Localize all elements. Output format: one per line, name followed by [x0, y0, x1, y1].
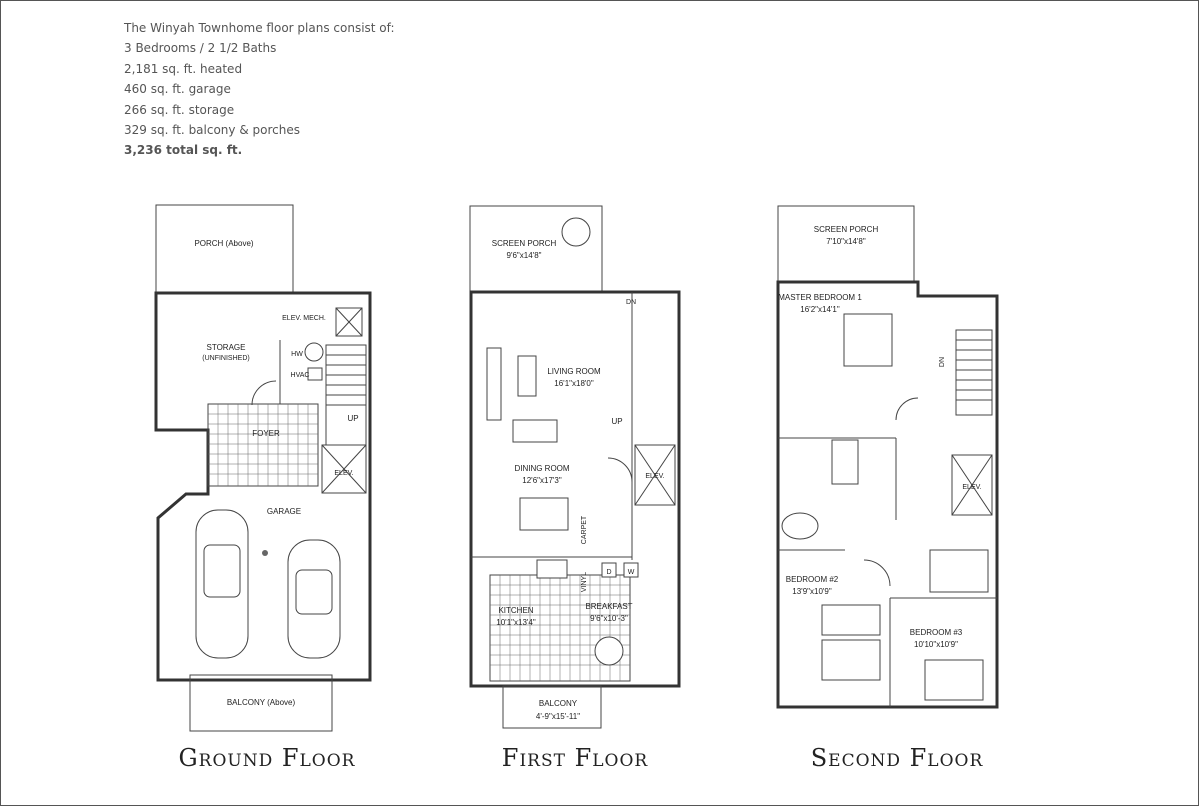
dryer-label: D: [606, 569, 611, 576]
summary-line: 266 sq. ft. storage: [124, 102, 235, 117]
elev-mech-box: [335, 307, 363, 337]
floor-plan-summary: The Winyah Townhome floor plans consist …: [124, 18, 395, 161]
ground-elevator: [321, 444, 367, 494]
dryer-box: [601, 562, 617, 578]
loveseat-icon: [512, 419, 558, 443]
dining-room-dim: 12'6"x17'3": [522, 476, 562, 485]
elev-mech-label: ELEV. MECH.: [282, 315, 326, 322]
storage-sublabel: (UNFINISHED): [202, 355, 249, 362]
stair-down-label: DN: [626, 299, 636, 306]
master-bedroom-dim: 16'2"x14'1": [800, 305, 840, 314]
water-heater-icon: [304, 342, 324, 362]
coffee-table: [517, 355, 537, 397]
screen-porch-dim: 9'6"x14'8": [507, 251, 542, 260]
stair-down-label: DN: [939, 357, 946, 367]
bedroom-2-dim: 13'9"x10'9": [792, 587, 832, 596]
summary-line: 3 Bedrooms / 2 1/2 Baths: [124, 41, 277, 56]
stair-up-label: UP: [611, 417, 622, 426]
summary-heading: The Winyah Townhome floor plans consist …: [124, 21, 395, 35]
second-elevator: [951, 454, 993, 516]
carpet-label: CARPET: [581, 515, 588, 544]
breakfast-table-icon: [594, 636, 624, 666]
car-icon: [287, 539, 341, 659]
bedroom-2-label: BEDROOM #2: [786, 575, 839, 584]
porch-outline: [155, 204, 294, 294]
summary-line: 2,181 sq. ft. heated: [124, 61, 243, 76]
washer-label: W: [628, 569, 635, 576]
dining-table-icon: [519, 497, 569, 531]
living-room-label: LIVING ROOM: [547, 367, 601, 376]
master-bedroom-label: MASTER BEDROOM 1: [778, 293, 862, 302]
bed-icon: [924, 659, 984, 701]
screen-porch-label: SCREEN PORCH: [492, 239, 557, 248]
vinyl-label: VINYL: [581, 572, 588, 592]
summary-total: 3,236 total sq. ft.: [124, 143, 243, 158]
breakfast-label: BREAKFAST: [585, 602, 632, 611]
balcony-outline: [189, 674, 333, 732]
washer-box: [623, 562, 639, 578]
sofa-icon: [486, 347, 502, 421]
foyer-tile: [207, 403, 319, 487]
screen-porch-label: SCREEN PORCH: [814, 225, 879, 234]
ground-outer-wall: [154, 291, 372, 682]
balcony-outline: [502, 685, 602, 729]
shower-box: [831, 439, 859, 485]
screen-porch-dim: 7'10"x14'8": [826, 237, 866, 246]
second-floor-plan: SCREEN PORCH 7'10"x14'8" MASTER BEDROOM …: [776, 205, 999, 709]
first-elevator: [634, 444, 676, 506]
ground-floor-title: Ground Floor: [178, 744, 356, 772]
bathtub-icon: [781, 512, 819, 540]
kitchen-label: KITCHEN: [498, 606, 533, 615]
bed-icon: [821, 604, 881, 636]
ground-floor-plan: PORCH (Above) STORAGE (UNFINISHED) ELEV.…: [154, 204, 372, 732]
kitchen-dim: 10'1"x13'4": [496, 618, 536, 627]
balcony-label: BALCONY (Above): [227, 698, 296, 707]
first-floor-title: First Floor: [501, 744, 649, 772]
elevator-label: ELEV.: [645, 473, 664, 480]
elevator-label: ELEV.: [962, 484, 981, 491]
bed-icon: [821, 639, 881, 681]
porch-table-icon: [561, 217, 591, 247]
second-floor-title: Second Floor: [810, 744, 984, 772]
summary-line: 329 sq. ft. balcony & porches: [124, 123, 300, 138]
balcony-label: BALCONY: [539, 699, 578, 708]
elevator-label: ELEV.: [334, 470, 353, 477]
car-icon: [195, 509, 249, 659]
storage-label: STORAGE: [207, 343, 246, 352]
first-outer-wall: [469, 290, 681, 688]
balcony-dim: 4'-9"x15'-11": [536, 712, 580, 721]
porch-label: PORCH (Above): [194, 239, 253, 248]
hvac-unit: [307, 367, 323, 381]
kitchen-island: [536, 559, 568, 579]
living-room-dim: 16'1"x18'0": [554, 379, 594, 388]
stair-up-label: UP: [347, 414, 358, 423]
bedroom-3-label: BEDROOM #3: [910, 628, 963, 637]
hw-label: HW: [291, 351, 303, 358]
breakfast-dim: 9'6"x10'-3": [590, 614, 628, 623]
bath-tile: [929, 549, 989, 593]
second-outer-wall: [776, 280, 999, 709]
foyer-label: FOYER: [252, 429, 280, 438]
bedroom-3-dim: 10'10"x10'9": [914, 640, 958, 649]
first-floor-plan: SCREEN PORCH 9'6"x14'8" DN LIVING ROOM 1…: [469, 205, 681, 729]
dining-room-label: DINING ROOM: [514, 464, 569, 473]
garage-label: GARAGE: [267, 507, 301, 516]
summary-line: 460 sq. ft. garage: [124, 82, 231, 97]
hvac-label: HVAC: [291, 372, 310, 379]
bed-icon: [843, 313, 893, 367]
